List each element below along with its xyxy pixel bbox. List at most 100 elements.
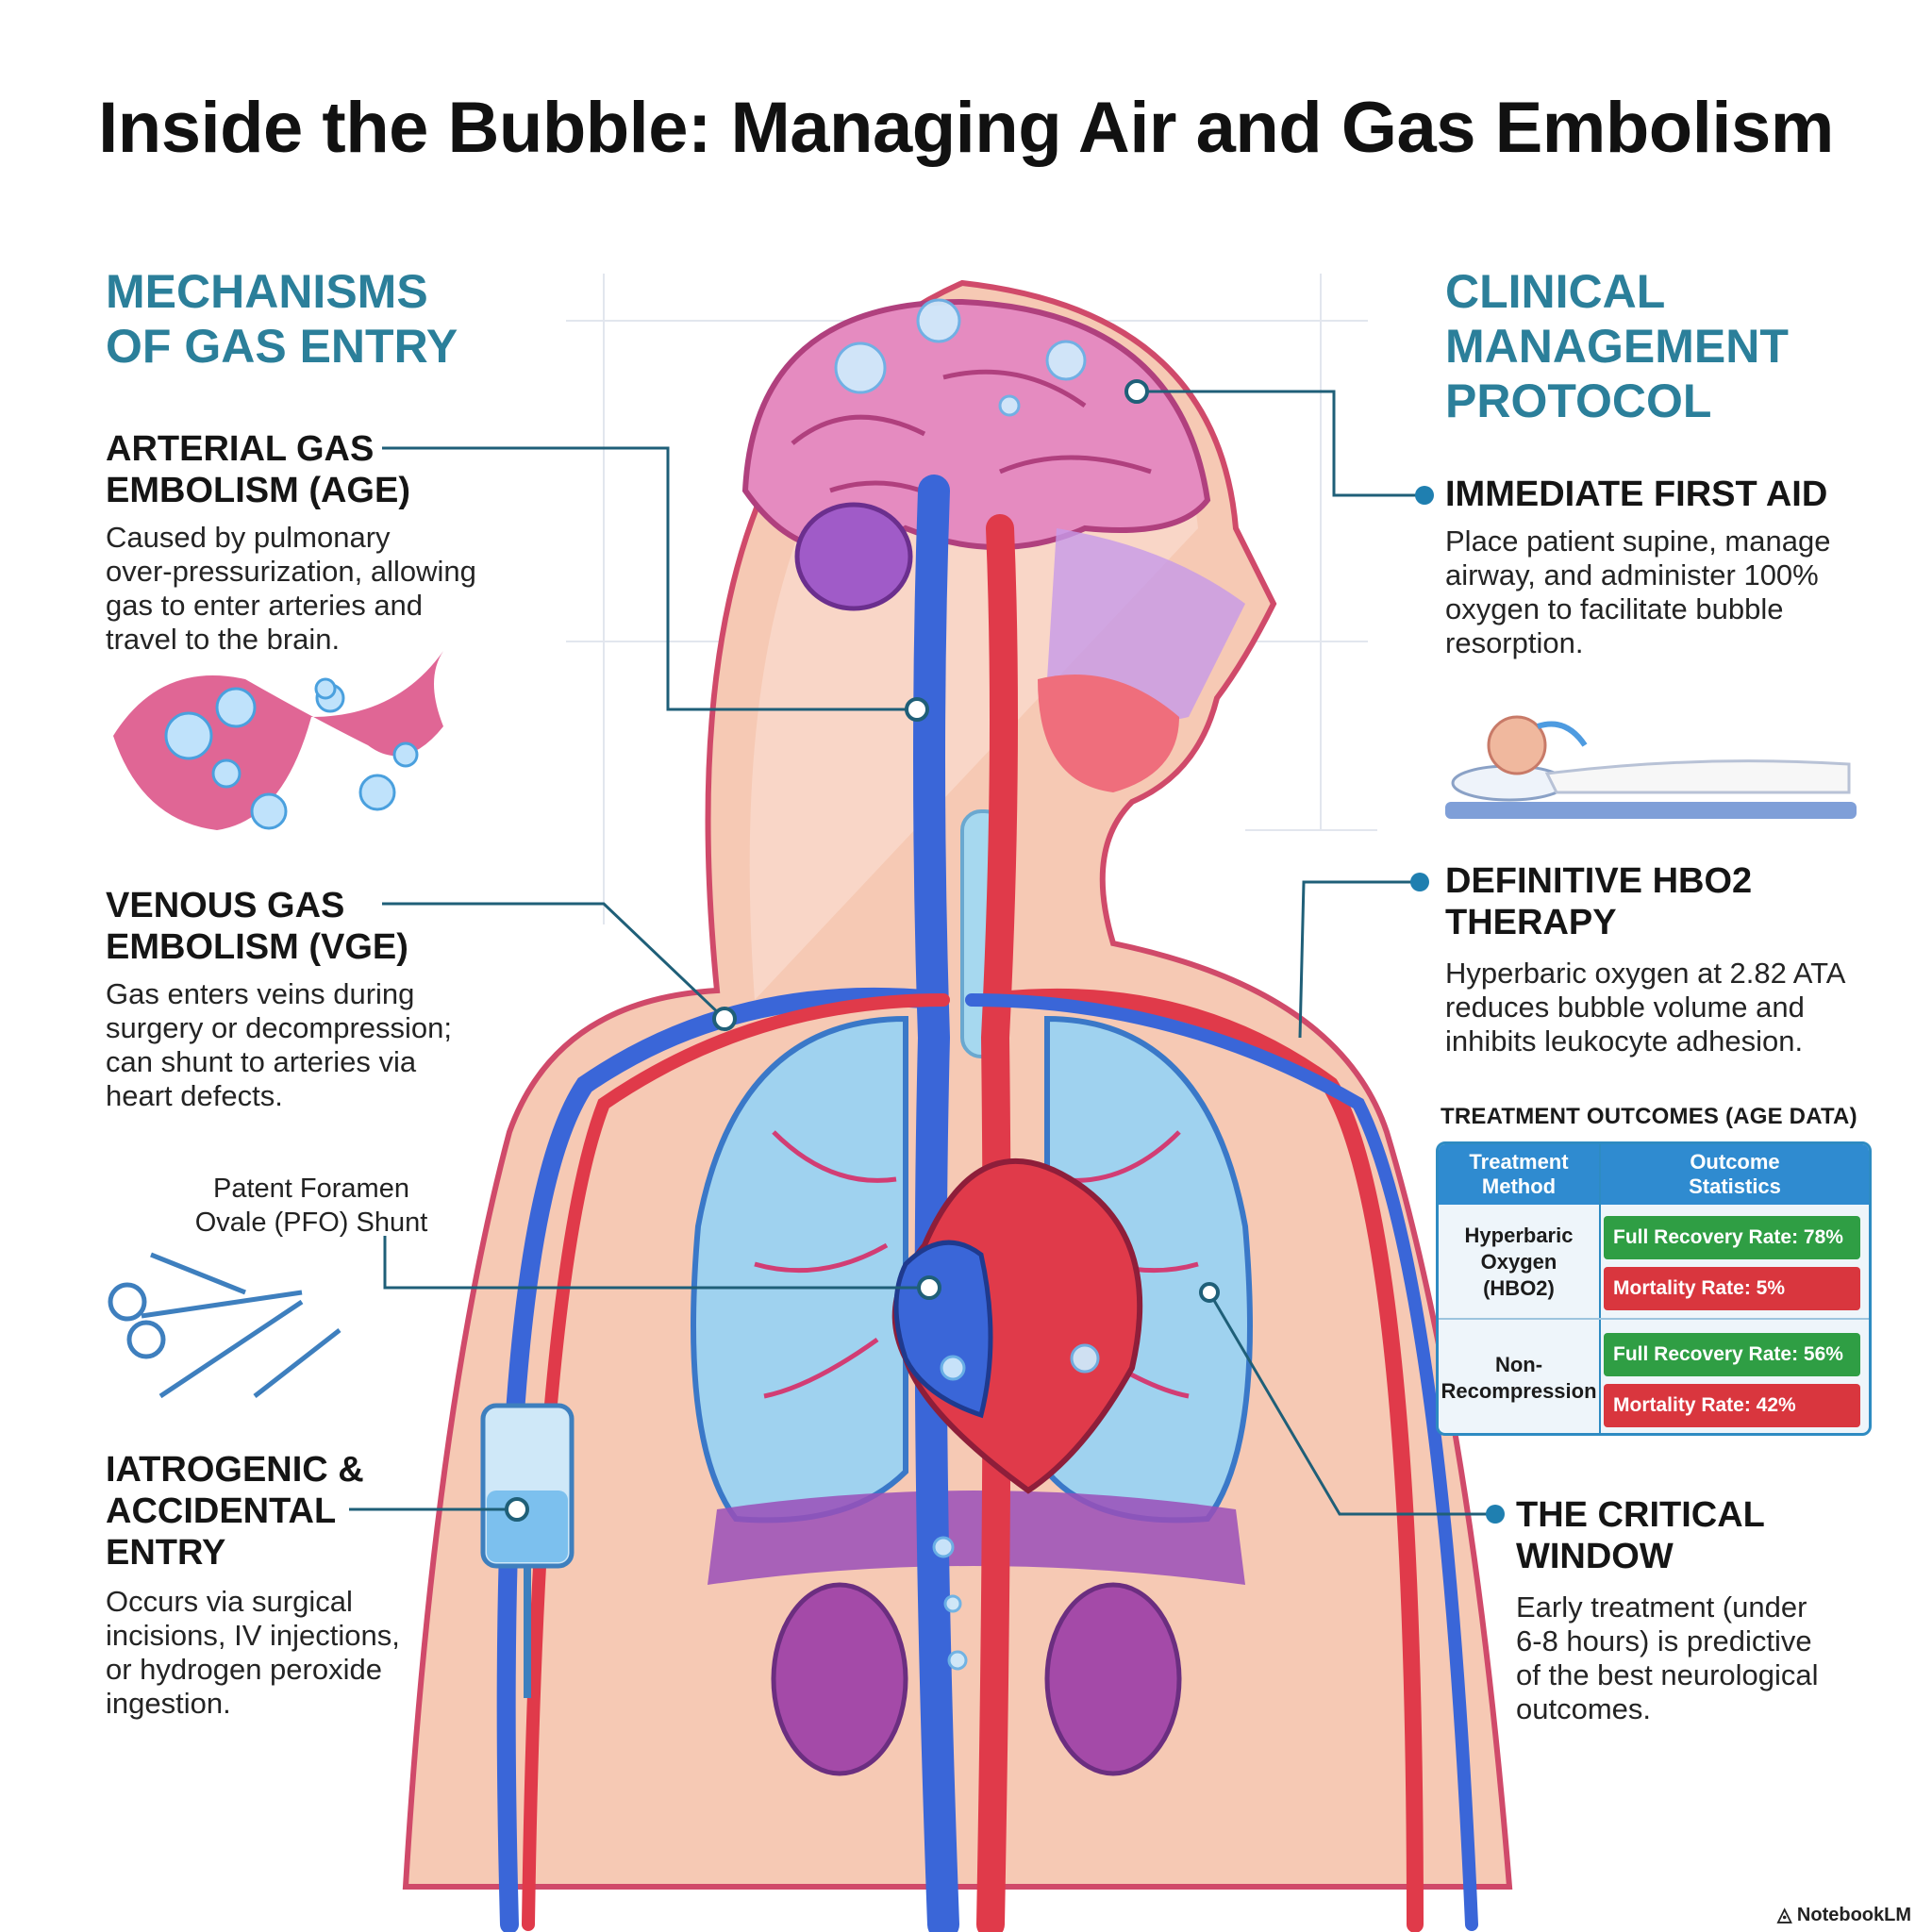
body-line: over-pressurization, allowing (106, 555, 476, 588)
kidneys (771, 1582, 1182, 1776)
body-line: Gas enters veins during (106, 977, 415, 1010)
mechanisms-heading: MECHANISMS OF GAS ENTRY (106, 264, 458, 374)
hbo2-recovery-stat: Full Recovery Rate: 78% (1604, 1216, 1860, 1259)
header-line: Method (1481, 1174, 1557, 1198)
vge-section: VENOUS GAS EMBOLISM (VGE) Gas enters vei… (106, 885, 521, 1113)
title-line: THE CRITICAL (1516, 1495, 1765, 1535)
blood-vessels (496, 475, 1478, 1932)
title-line: ACCIDENTAL (106, 1491, 337, 1531)
body-line: inhibits leukocyte adhesion. (1445, 1024, 1804, 1058)
row-divider (1439, 1318, 1869, 1320)
body-line: gas to enter arteries and (106, 589, 424, 622)
body-line: Hyperbaric oxygen at 2.82 ATA (1445, 957, 1846, 990)
label-line: Ovale (PFO) Shunt (194, 1208, 428, 1238)
body-line: Caused by pulmonary (106, 521, 391, 554)
body-line: oxygen to facilitate bubble (1445, 592, 1784, 625)
body-line: Occurs via surgical (106, 1585, 353, 1618)
body-line: outcomes. (1516, 1692, 1652, 1725)
title-line: THERAPY (1445, 903, 1617, 942)
body-line: airway, and administer 100% (1445, 558, 1819, 591)
age-section: ARTERIAL GAS EMBOLISM (AGE) Caused by pu… (106, 428, 521, 657)
title-line: VENOUS GAS (106, 886, 345, 925)
body-line: can shunt to arteries via (106, 1045, 417, 1078)
hbo2-section: DEFINITIVE HBO2 THERAPY Hyperbaric oxyge… (1445, 860, 1917, 1058)
vge-description: Gas enters veins during surgery or decom… (106, 977, 521, 1113)
heading-line: MANAGEMENT (1445, 320, 1789, 373)
method-non-recompression: Non- Recompression (1439, 1325, 1599, 1431)
bubble-cluster-icon (113, 651, 443, 830)
body-line: or hydrogen peroxide (106, 1653, 382, 1686)
page-title: Inside the Bubble: Managing Air and Gas … (98, 88, 1834, 168)
iatrogenic-description: Occurs via surgical incisions, IV inject… (106, 1585, 521, 1721)
non-recompression-mortality-stat: Mortality Rate: 42% (1604, 1384, 1860, 1427)
method-hbo2: Hyperbaric Oxygen (HBO2) (1439, 1210, 1599, 1314)
iatrogenic-section: IATROGENIC & ACCIDENTAL ENTRY Occurs via… (106, 1449, 521, 1721)
heading-line: CLINICAL (1445, 265, 1666, 318)
body-line: heart defects. (106, 1079, 283, 1112)
non-recompression-recovery-stat: Full Recovery Rate: 56% (1604, 1333, 1860, 1376)
heading-line: OF GAS ENTRY (106, 320, 458, 373)
critical-window-description: Early treatment (under 6-8 hours) is pre… (1516, 1591, 1912, 1726)
header-stats: Outcome Statistics (1601, 1144, 1869, 1205)
leader-bullets (1410, 486, 1505, 1524)
heading-line: MECHANISMS (106, 265, 428, 318)
critical-window-section: THE CRITICAL WINDOW Early treatment (und… (1516, 1494, 1912, 1726)
management-heading: CLINICAL MANAGEMENT PROTOCOL (1445, 264, 1789, 428)
label-line: Patent Foramen (213, 1174, 409, 1204)
notebooklm-logo-icon: ◬ (1776, 1905, 1797, 1925)
column-divider (1599, 1144, 1601, 1433)
body-line: surgery or decompression; (106, 1011, 452, 1044)
header-method: Treatment Method (1439, 1144, 1599, 1205)
leader-lines (349, 390, 1495, 1516)
critical-window-title: THE CRITICAL WINDOW (1516, 1494, 1912, 1577)
vge-title: VENOUS GAS EMBOLISM (VGE) (106, 885, 521, 968)
body-line: 6-8 hours) is predictive (1516, 1624, 1812, 1657)
title-line: EMBOLISM (VGE) (106, 927, 408, 967)
method-line: (HBO2) (1483, 1276, 1555, 1300)
hbo2-title: DEFINITIVE HBO2 THERAPY (1445, 860, 1917, 943)
first-aid-description: Place patient supine, manage airway, and… (1445, 525, 1898, 660)
header-line: Statistics (1689, 1174, 1781, 1198)
watermark-text: NotebookLM (1796, 1905, 1911, 1925)
pfo-shunt-label: Patent Foramen Ovale (PFO) Shunt (170, 1172, 453, 1240)
title-line: ENTRY (106, 1533, 226, 1573)
heart (891, 1158, 1143, 1494)
body-line: Early treatment (under (1516, 1591, 1807, 1624)
title-line: IATROGENIC & (106, 1450, 364, 1490)
title-line: IMMEDIATE FIRST AID (1445, 475, 1828, 514)
body-line: resorption. (1445, 626, 1584, 659)
header-line: Treatment (1469, 1150, 1569, 1174)
outcomes-table: Treatment Method Outcome Statistics Hype… (1436, 1141, 1872, 1436)
surgical-instruments-icon (108, 1252, 341, 1399)
hbo2-description: Hyperbaric oxygen at 2.82 ATA reduces bu… (1445, 957, 1917, 1058)
iatrogenic-title: IATROGENIC & ACCIDENTAL ENTRY (106, 1449, 521, 1574)
body-line: ingestion. (106, 1687, 231, 1720)
body-line: incisions, IV injections, (106, 1619, 400, 1652)
first-aid-title: IMMEDIATE FIRST AID (1445, 474, 1898, 515)
heading-line: PROTOCOL (1445, 375, 1712, 427)
leader-endpoints (505, 379, 1220, 1522)
notebooklm-watermark: ◬ NotebookLM (1777, 1903, 1911, 1926)
age-description: Caused by pulmonary over-pressurization,… (106, 521, 521, 657)
title-line: EMBOLISM (AGE) (106, 471, 410, 510)
table-header: Treatment Method Outcome Statistics (1439, 1144, 1869, 1205)
body-line: travel to the brain. (106, 623, 341, 656)
method-line: Oxygen (1480, 1250, 1557, 1274)
hbo2-mortality-stat: Mortality Rate: 5% (1604, 1267, 1860, 1310)
first-aid-section: IMMEDIATE FIRST AID Place patient supine… (1445, 474, 1898, 660)
body-line: Place patient supine, manage (1445, 525, 1831, 558)
title-line: ARTERIAL GAS (106, 429, 375, 469)
outcomes-title: TREATMENT OUTCOMES (AGE DATA) (1441, 1104, 1857, 1129)
header-line: Outcome (1690, 1150, 1780, 1174)
method-line: Hyperbaric (1464, 1224, 1574, 1247)
method-line: Non- (1494, 1353, 1543, 1376)
body-line: reduces bubble volume and (1445, 991, 1805, 1024)
gas-bubbles (834, 298, 1100, 1671)
method-line: Recompression (1441, 1379, 1597, 1403)
patient-supine-icon (1445, 715, 1857, 819)
title-line: DEFINITIVE HBO2 (1445, 861, 1753, 901)
body-line: of the best neurological (1516, 1658, 1819, 1691)
title-line: WINDOW (1516, 1537, 1674, 1576)
age-title: ARTERIAL GAS EMBOLISM (AGE) (106, 428, 521, 511)
